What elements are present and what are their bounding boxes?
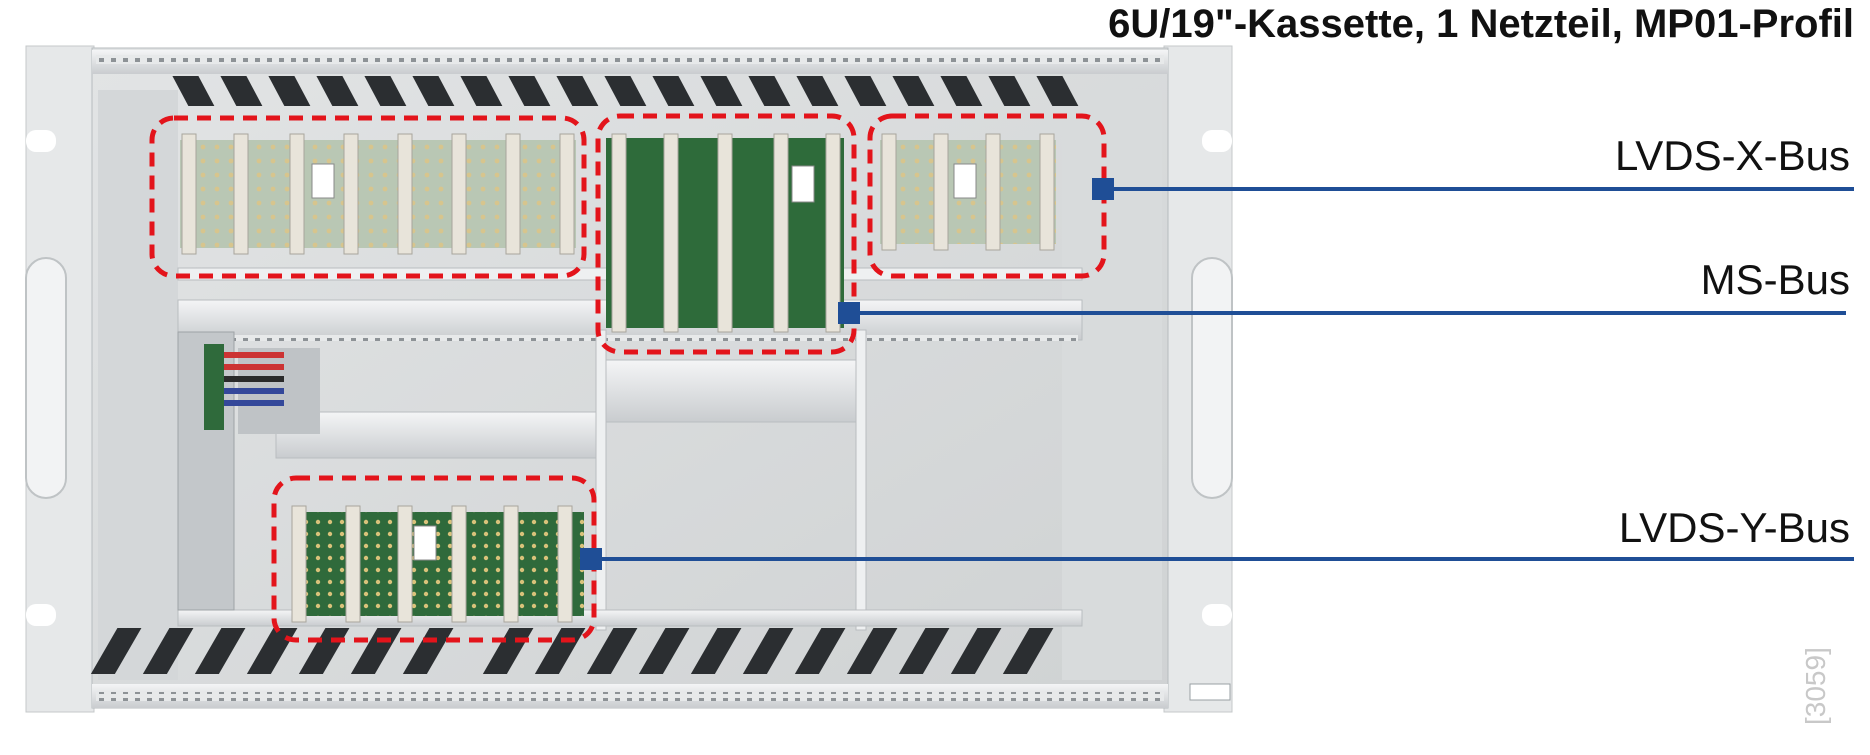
right-mounting-ear <box>1163 45 1233 713</box>
ms-bus-cards <box>606 133 844 333</box>
lvds-y-cards <box>291 505 584 623</box>
page-title: 6U/19"-Kassette, 1 Netzteil, MP01-Profil <box>1108 2 1854 46</box>
lvds-y-bus-label: LVDS-Y-Bus <box>1618 504 1850 551</box>
ms-bus-label: MS-Bus <box>1700 256 1850 303</box>
ms-bus-highlight <box>595 113 857 355</box>
power-supply <box>177 331 320 611</box>
lvds-x-right-cards <box>880 133 1056 251</box>
lvds-x-left-cards <box>180 133 576 255</box>
callout-y <box>580 548 1854 570</box>
image-id-label: [3059] <box>1800 647 1831 725</box>
lvds-x-left-highlight <box>149 115 587 279</box>
callout-x <box>1092 178 1854 200</box>
lvds-x-bus-label: LVDS-X-Bus <box>1615 132 1850 179</box>
left-mounting-ear <box>25 45 95 713</box>
callout-ms <box>838 302 1846 324</box>
top-card-guides <box>172 76 1079 106</box>
